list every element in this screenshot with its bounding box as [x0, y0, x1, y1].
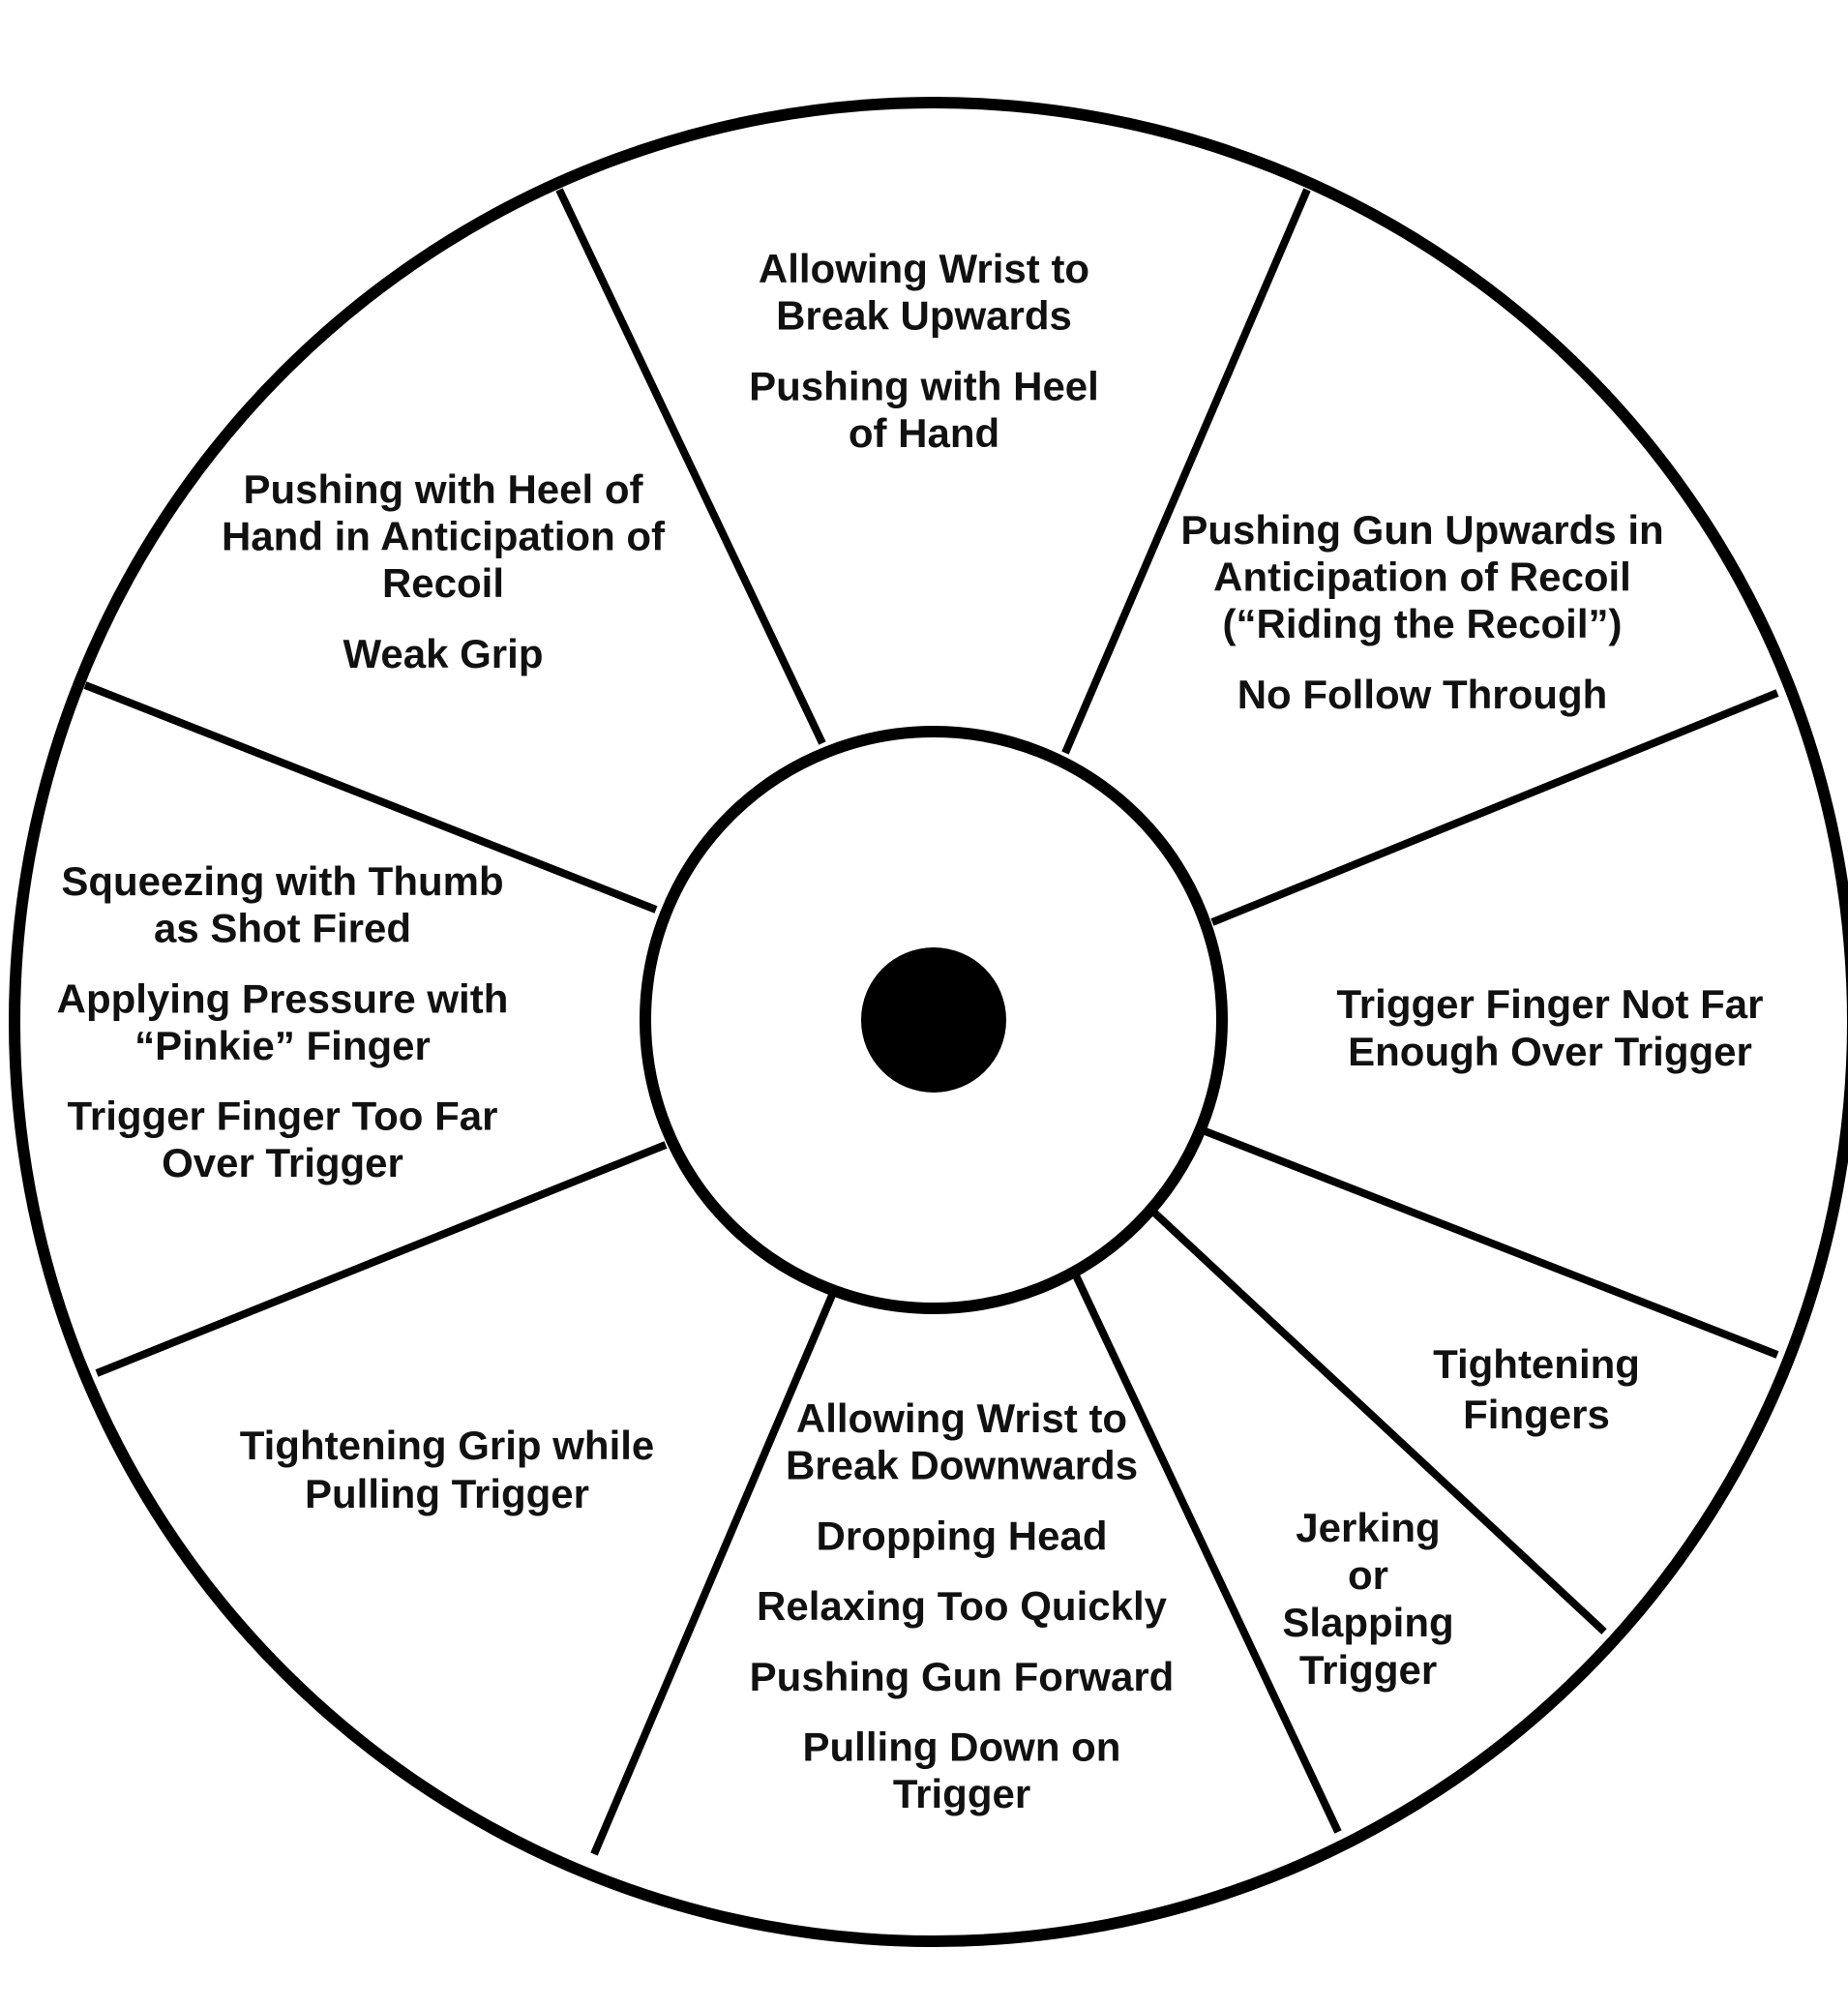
segment-text-line: Enough Over Trigger	[1348, 1029, 1752, 1074]
segment-text-line: Pulling Trigger	[305, 1471, 589, 1516]
segment-text-line: Break Downwards	[786, 1443, 1138, 1488]
segment-text-line: Applying Pressure with	[57, 975, 509, 1021]
segment-text-line: Weak Grip	[343, 631, 544, 676]
segment-text-line: Tightening	[1433, 1341, 1640, 1387]
spokes	[83, 188, 1779, 1856]
segment-text-line: Squeezing with Thumb	[61, 858, 503, 904]
segment-text-line: Break Upwards	[776, 293, 1072, 339]
segment-text-line: Relaxing Too Quickly	[757, 1583, 1168, 1629]
segment-text-line: Allowing Wrist to	[796, 1395, 1127, 1441]
outer-ring	[9, 97, 1848, 1947]
segment-text-line: Hand in Anticipation of	[222, 514, 666, 559]
segment-text-line: as Shot Fired	[154, 906, 411, 951]
spoke-top-left	[555, 188, 826, 745]
spoke-right-lower	[1201, 1126, 1779, 1359]
segment-text-line: Pushing Gun Upwards in	[1180, 507, 1663, 553]
spoke-upper-right	[1210, 689, 1779, 926]
segment-text-line: or	[1348, 1552, 1388, 1598]
segment-text-line: Recoil	[382, 560, 504, 606]
segment-text-line: Pulling Down on	[803, 1724, 1121, 1770]
segment-text-line: Allowing Wrist to	[759, 246, 1089, 291]
spoke-bottom-right	[1072, 1274, 1342, 1834]
segment-text-line: Dropping Head	[817, 1513, 1108, 1558]
segment-text-line: Trigger	[893, 1771, 1030, 1816]
segment-text-line: No Follow Through	[1237, 672, 1608, 717]
segment-text-line: Pushing Gun Forward	[750, 1654, 1175, 1699]
segment-text-line: Trigger Finger Not Far	[1336, 981, 1763, 1027]
spoke-lower-right	[1151, 1210, 1607, 1634]
segment-text-line: Trigger Finger Too Far	[68, 1094, 498, 1139]
segment-text-line: Over Trigger	[162, 1140, 403, 1185]
spoke-top-right	[1061, 188, 1311, 755]
spoke-bottom-left	[590, 1291, 837, 1856]
segment-text-line: Trigger	[1299, 1647, 1437, 1693]
segment-text-line: “Pinkie” Finger	[134, 1023, 431, 1068]
spoke-upper-left	[83, 681, 658, 914]
segment-text-line: Pushing with Heel of	[243, 466, 643, 512]
segment-text-line: Jerking	[1296, 1505, 1440, 1550]
segment-text-line: Pushing with Heel	[749, 363, 1099, 408]
segment-text-line: Slapping	[1282, 1600, 1453, 1645]
segment-text-line: Anticipation of Recoil	[1213, 555, 1631, 600]
segment-text-line: (“Riding the Recoil”)	[1223, 601, 1623, 646]
spoke-lower-left	[95, 1141, 668, 1377]
bullseye-dot	[861, 947, 1006, 1093]
segment-text-line: Fingers	[1463, 1392, 1610, 1437]
segment-text-line: Tightening Grip while	[240, 1423, 655, 1468]
segment-text-line: of Hand	[849, 410, 999, 456]
